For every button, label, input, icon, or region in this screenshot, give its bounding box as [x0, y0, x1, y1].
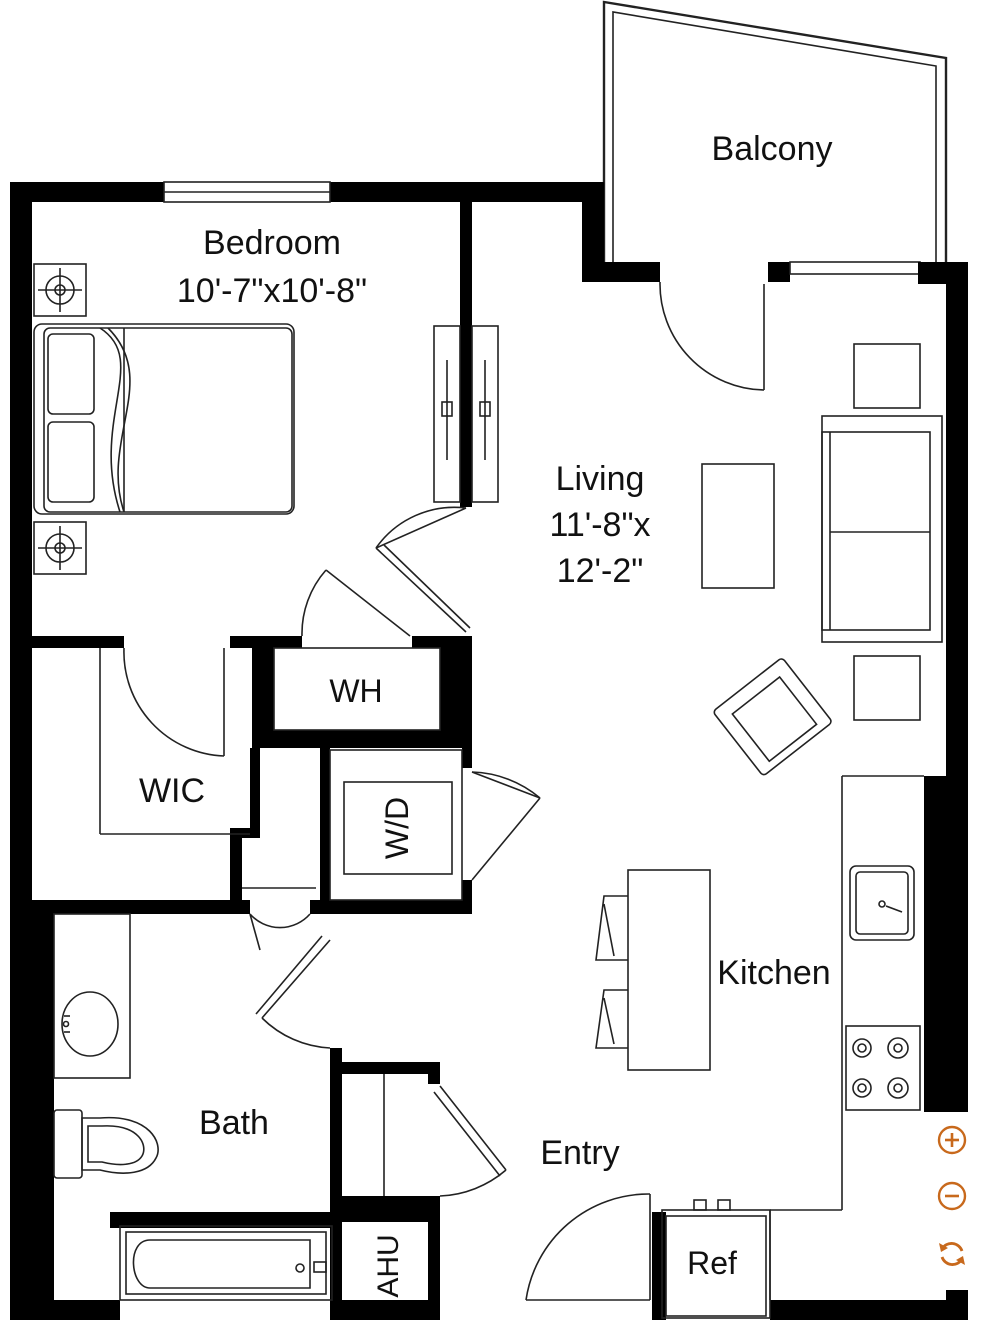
bath-label: Bath — [199, 1104, 269, 1142]
bar-stools — [595, 895, 628, 1049]
nightstand-bottom — [33, 521, 87, 575]
plus-circle-icon — [937, 1125, 967, 1155]
kitchen-label: Kitchen — [717, 954, 830, 992]
cooktop — [845, 1025, 921, 1111]
living-dimensions-width: 11'-8"x — [549, 506, 650, 544]
kitchen-sink — [849, 865, 915, 941]
nightstand-top — [33, 263, 87, 317]
bathtub — [119, 1225, 333, 1301]
minus-circle-icon — [937, 1181, 967, 1211]
living-label: Living — [556, 460, 645, 498]
zoom-in-button[interactable] — [926, 1116, 978, 1164]
wh-label: WH — [329, 673, 382, 709]
vanity — [53, 913, 131, 1079]
doors — [99, 281, 765, 1301]
toilet — [53, 1109, 159, 1179]
ref-label: Ref — [687, 1245, 737, 1281]
bedroom-dimensions: 10'-7"x10'-8" — [177, 272, 367, 310]
end-table-bottom — [853, 655, 921, 721]
reset-zoom-button[interactable] — [926, 1230, 978, 1278]
armchair — [713, 658, 832, 776]
refresh-icon — [939, 1242, 965, 1266]
end-table-top — [853, 343, 921, 409]
coffee-table — [701, 463, 775, 589]
refrigerator — [661, 1199, 771, 1319]
bed — [33, 323, 295, 515]
kitchen-island — [627, 869, 711, 1071]
bedroom-label: Bedroom — [203, 224, 341, 262]
closet-doors — [433, 325, 499, 503]
entry-label: Entry — [540, 1134, 619, 1172]
balcony-outline — [602, 0, 948, 262]
wic-label: WIC — [139, 772, 205, 810]
sofa — [821, 415, 943, 643]
wd-label: W/D — [379, 797, 415, 859]
balcony-label: Balcony — [712, 130, 833, 168]
wh-closet — [273, 647, 441, 731]
living-dimensions-length: 12'-2" — [557, 552, 644, 590]
washer-dryer — [329, 749, 463, 901]
ahu-label: AHU — [372, 1234, 405, 1297]
zoom-out-button[interactable] — [926, 1172, 978, 1220]
walls — [10, 181, 968, 1320]
